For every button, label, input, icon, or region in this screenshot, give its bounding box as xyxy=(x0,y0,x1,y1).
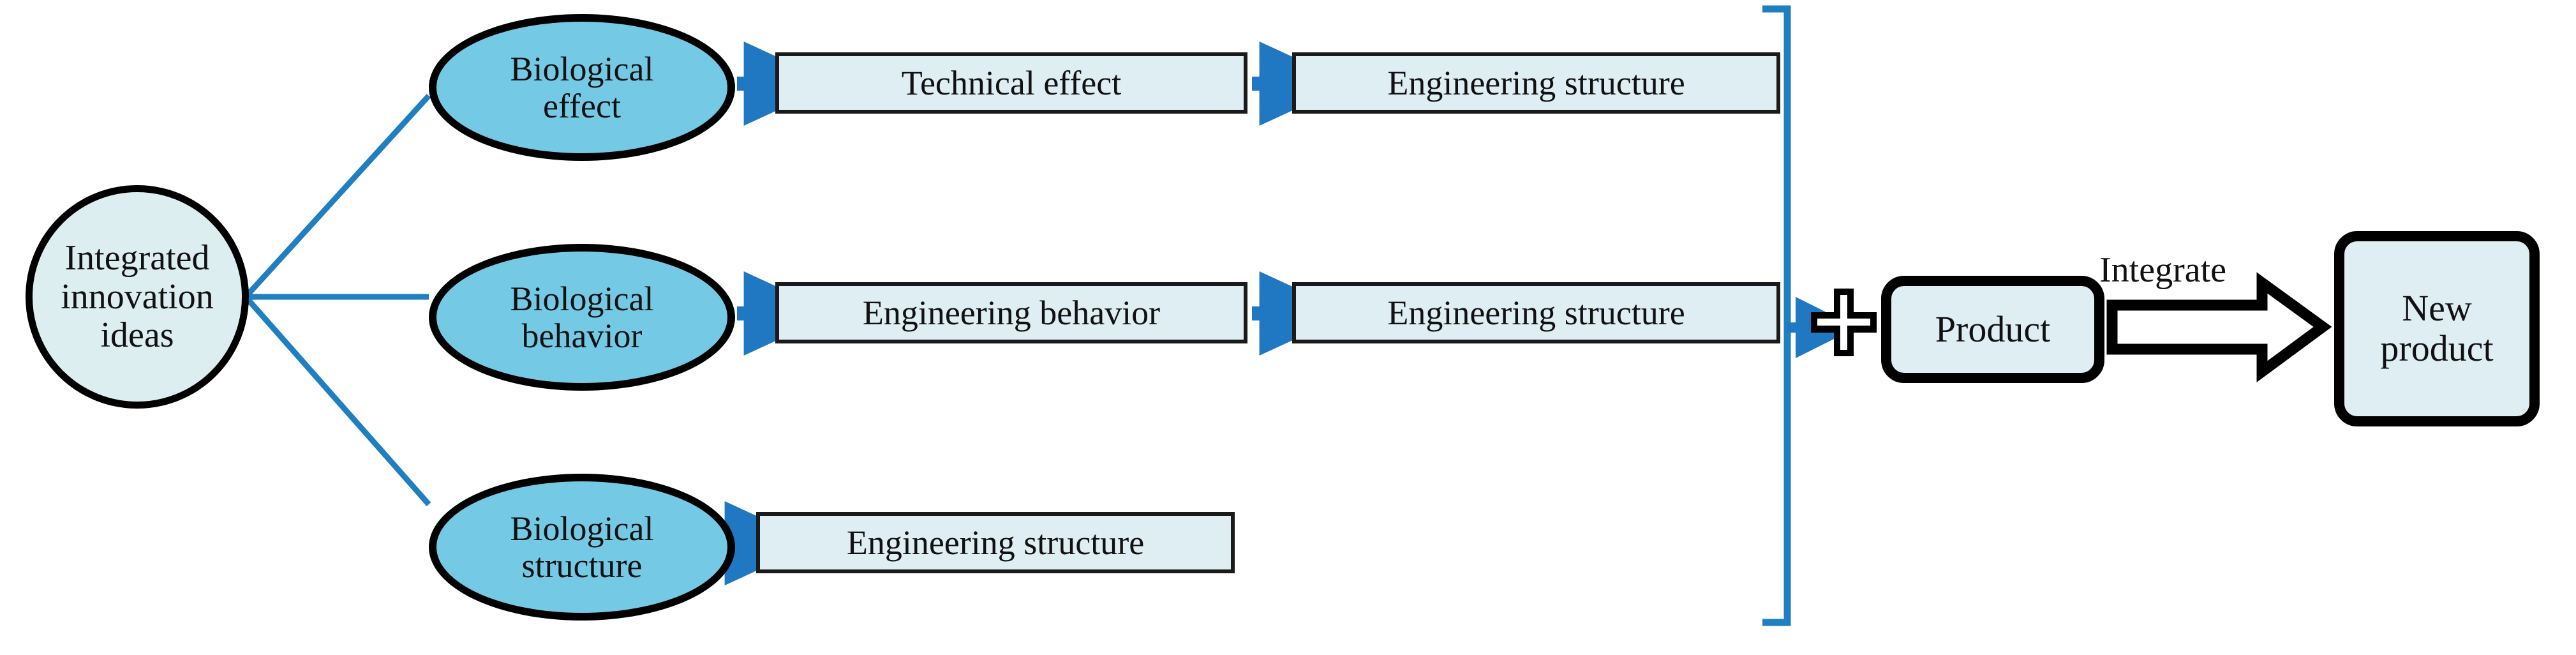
box-engineering-structure-row2[interactable] xyxy=(1292,282,1780,343)
stage-arrows xyxy=(724,41,1351,585)
plus-icon xyxy=(1811,289,1877,356)
box-product[interactable] xyxy=(1881,276,2104,383)
ellipse-biological-structure[interactable] xyxy=(429,474,735,621)
box-engineering-structure-row3[interactable] xyxy=(756,512,1235,573)
box-engineering-structure-row1[interactable] xyxy=(1292,52,1780,114)
box-new-product[interactable] xyxy=(2334,231,2540,426)
integrate-block-arrow xyxy=(2106,272,2332,382)
connector-to-biological-effect xyxy=(243,93,431,299)
ellipse-biological-behavior[interactable] xyxy=(429,244,735,391)
source-circle[interactable] xyxy=(26,185,249,409)
box-technical-effect[interactable] xyxy=(775,52,1247,114)
fanout-connectors xyxy=(243,93,431,506)
box-engineering-behavior[interactable] xyxy=(775,282,1247,343)
right-bracket-icon xyxy=(1762,5,1791,626)
ellipse-biological-effect[interactable] xyxy=(429,14,735,161)
connector-to-biological-structure xyxy=(243,295,431,506)
